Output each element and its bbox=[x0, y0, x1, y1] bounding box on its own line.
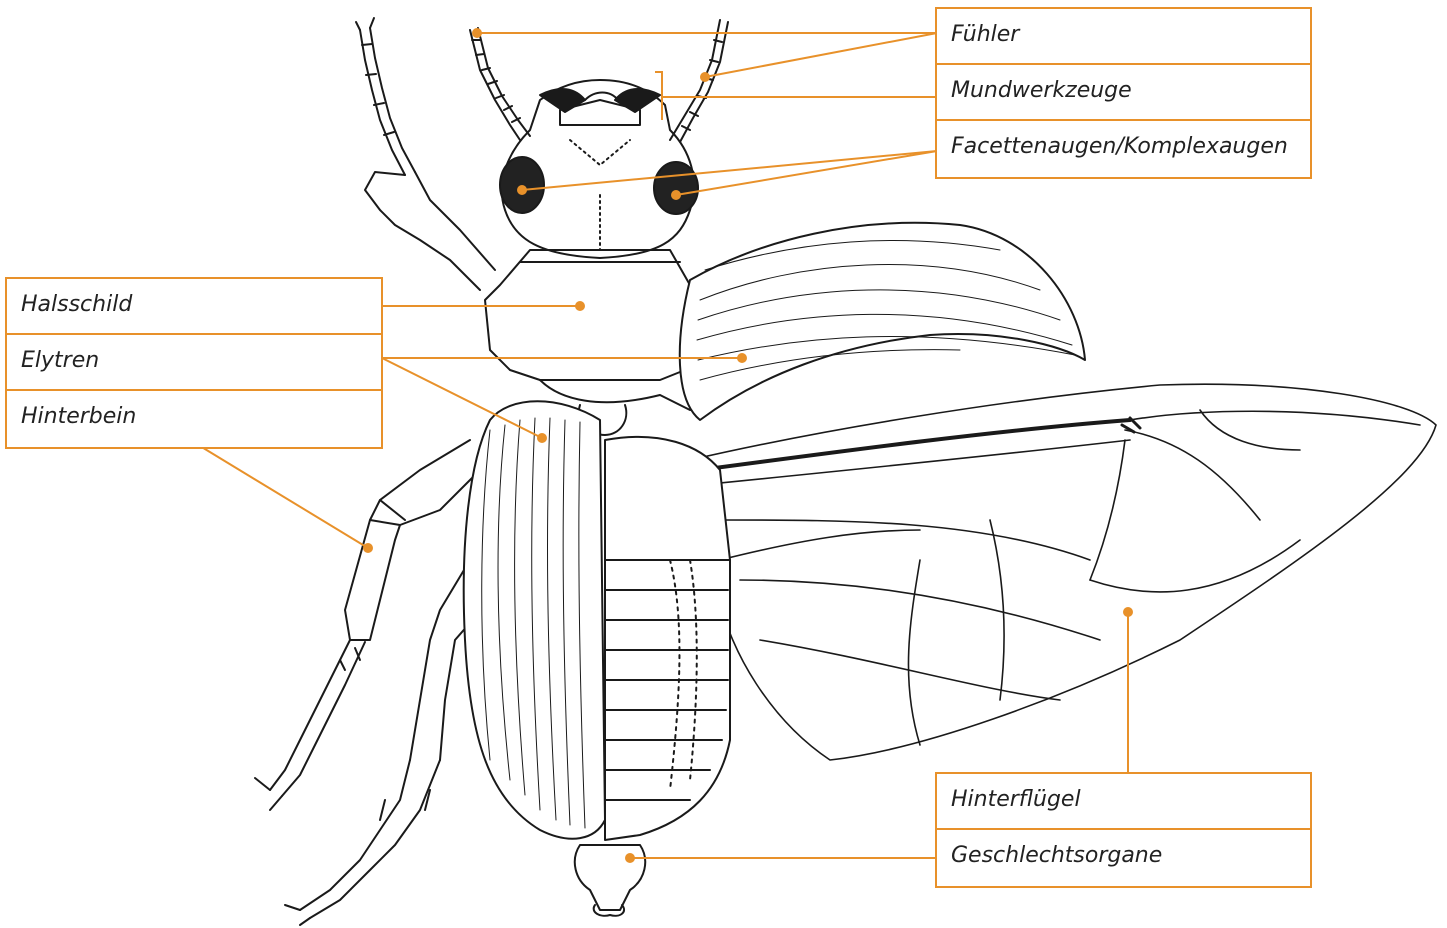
label-mouthparts: Mundwerkzeuge bbox=[937, 65, 1310, 121]
label-box-top-right: Fühler Mundwerkzeuge Facettenaugen/Kompl… bbox=[935, 7, 1312, 179]
label-pronotum: Halsschild bbox=[7, 279, 381, 335]
label-hind-leg: Hinterbein bbox=[7, 391, 381, 447]
label-box-bottom-right: Hinterflügel Geschlechtsorgane bbox=[935, 772, 1312, 888]
label-antennae: Fühler bbox=[937, 9, 1310, 65]
label-hind-wing: Hinterflügel bbox=[937, 774, 1310, 830]
label-box-left: Halsschild Elytren Hinterbein bbox=[5, 277, 383, 449]
label-genitalia: Geschlechtsorgane bbox=[937, 830, 1310, 886]
label-compound-eyes: Facettenaugen/Komplexaugen bbox=[937, 121, 1310, 177]
label-elytra: Elytren bbox=[7, 335, 381, 391]
